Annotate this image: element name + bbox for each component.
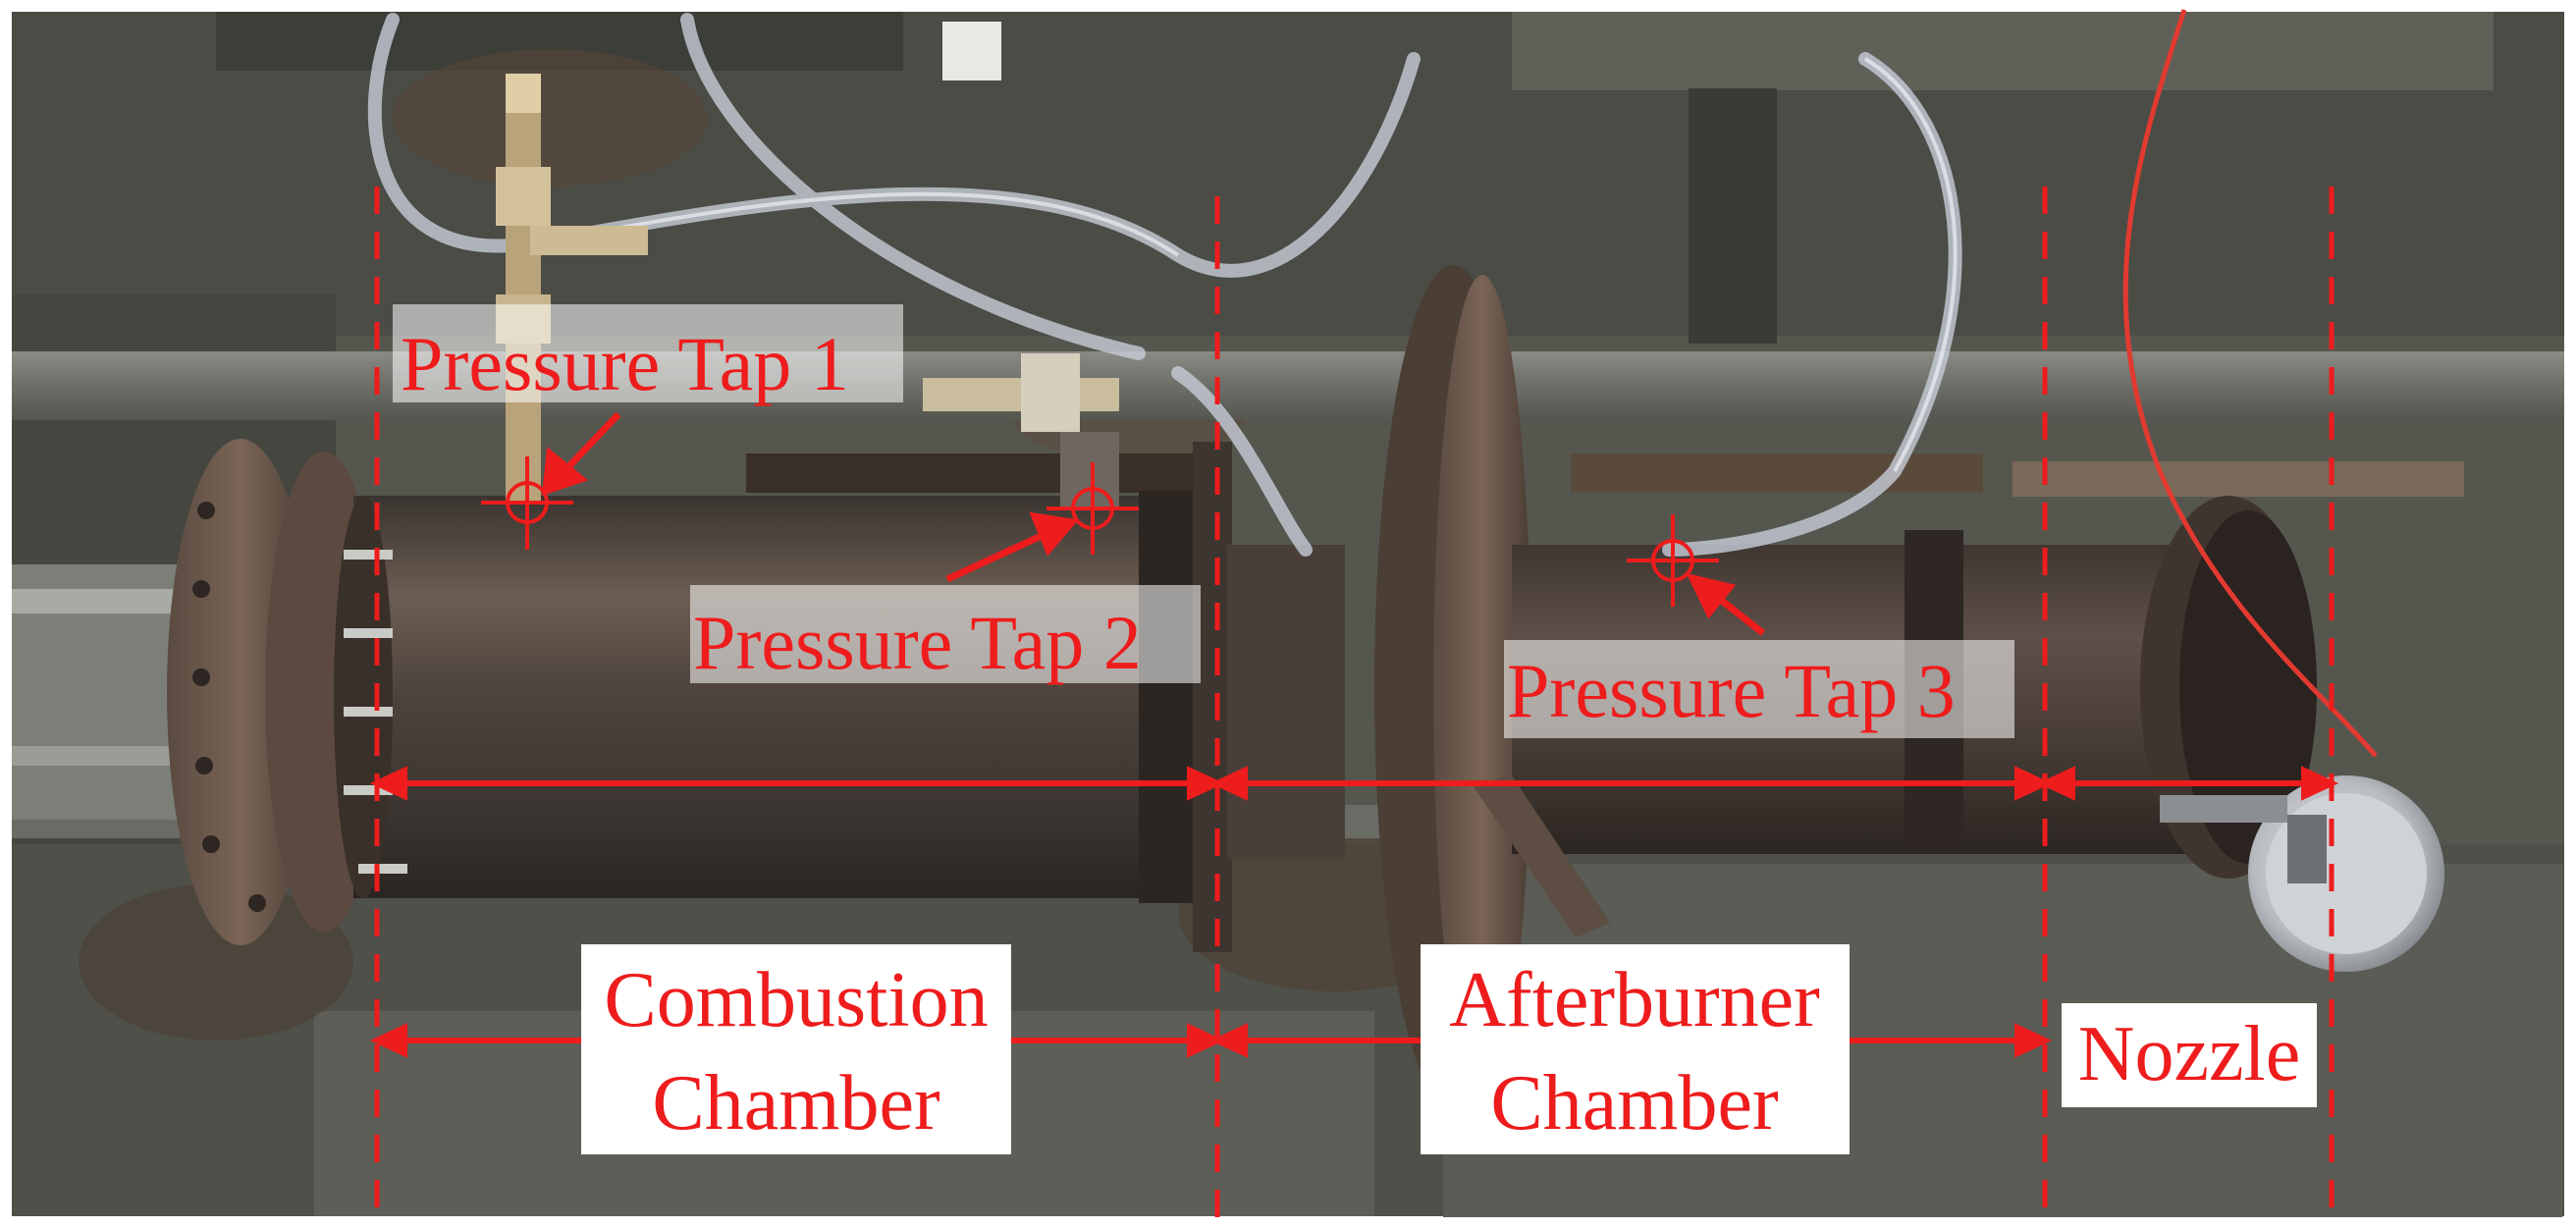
pressure-tap-1-label: Pressure Tap 1: [393, 304, 903, 406]
upper-dimension-arrows: [369, 766, 2339, 801]
afterburner-chamber-text-line1: Afterburner: [1449, 957, 1820, 1043]
section-boundaries: [374, 187, 2334, 1217]
pressure-tap-3-marker: [1627, 514, 1719, 607]
pressure-tap-2-label: Pressure Tap 2: [690, 585, 1201, 685]
pressure-tap-3-label: Pressure Tap 3: [1504, 640, 2014, 738]
afterburner-chamber-text-line2: Chamber: [1490, 1060, 1778, 1147]
tap-pointer-arrows: [541, 411, 1766, 636]
pressure-tap-2-text: Pressure Tap 2: [693, 600, 1142, 685]
pressure-tap-1-marker: [481, 456, 573, 550]
pressure-tap-2-marker: [1046, 462, 1139, 555]
combustion-chamber-text-line1: Combustion: [604, 957, 988, 1043]
nozzle-text: Nozzle: [2078, 1011, 2301, 1097]
afterburner-chamber-label: Afterburner Chamber: [1421, 944, 1850, 1154]
combustion-chamber-label: Combustion Chamber: [581, 944, 1011, 1154]
pressure-tap-1-text: Pressure Tap 1: [401, 321, 849, 406]
pressure-tap-3-text: Pressure Tap 3: [1507, 648, 1956, 733]
combustion-chamber-text-line2: Chamber: [652, 1060, 939, 1147]
nozzle-label: Nozzle: [2062, 1003, 2317, 1107]
annotation-overlay: Pressure Tap 1 Pressure Tap 2 Pressure T…: [369, 187, 2339, 1217]
